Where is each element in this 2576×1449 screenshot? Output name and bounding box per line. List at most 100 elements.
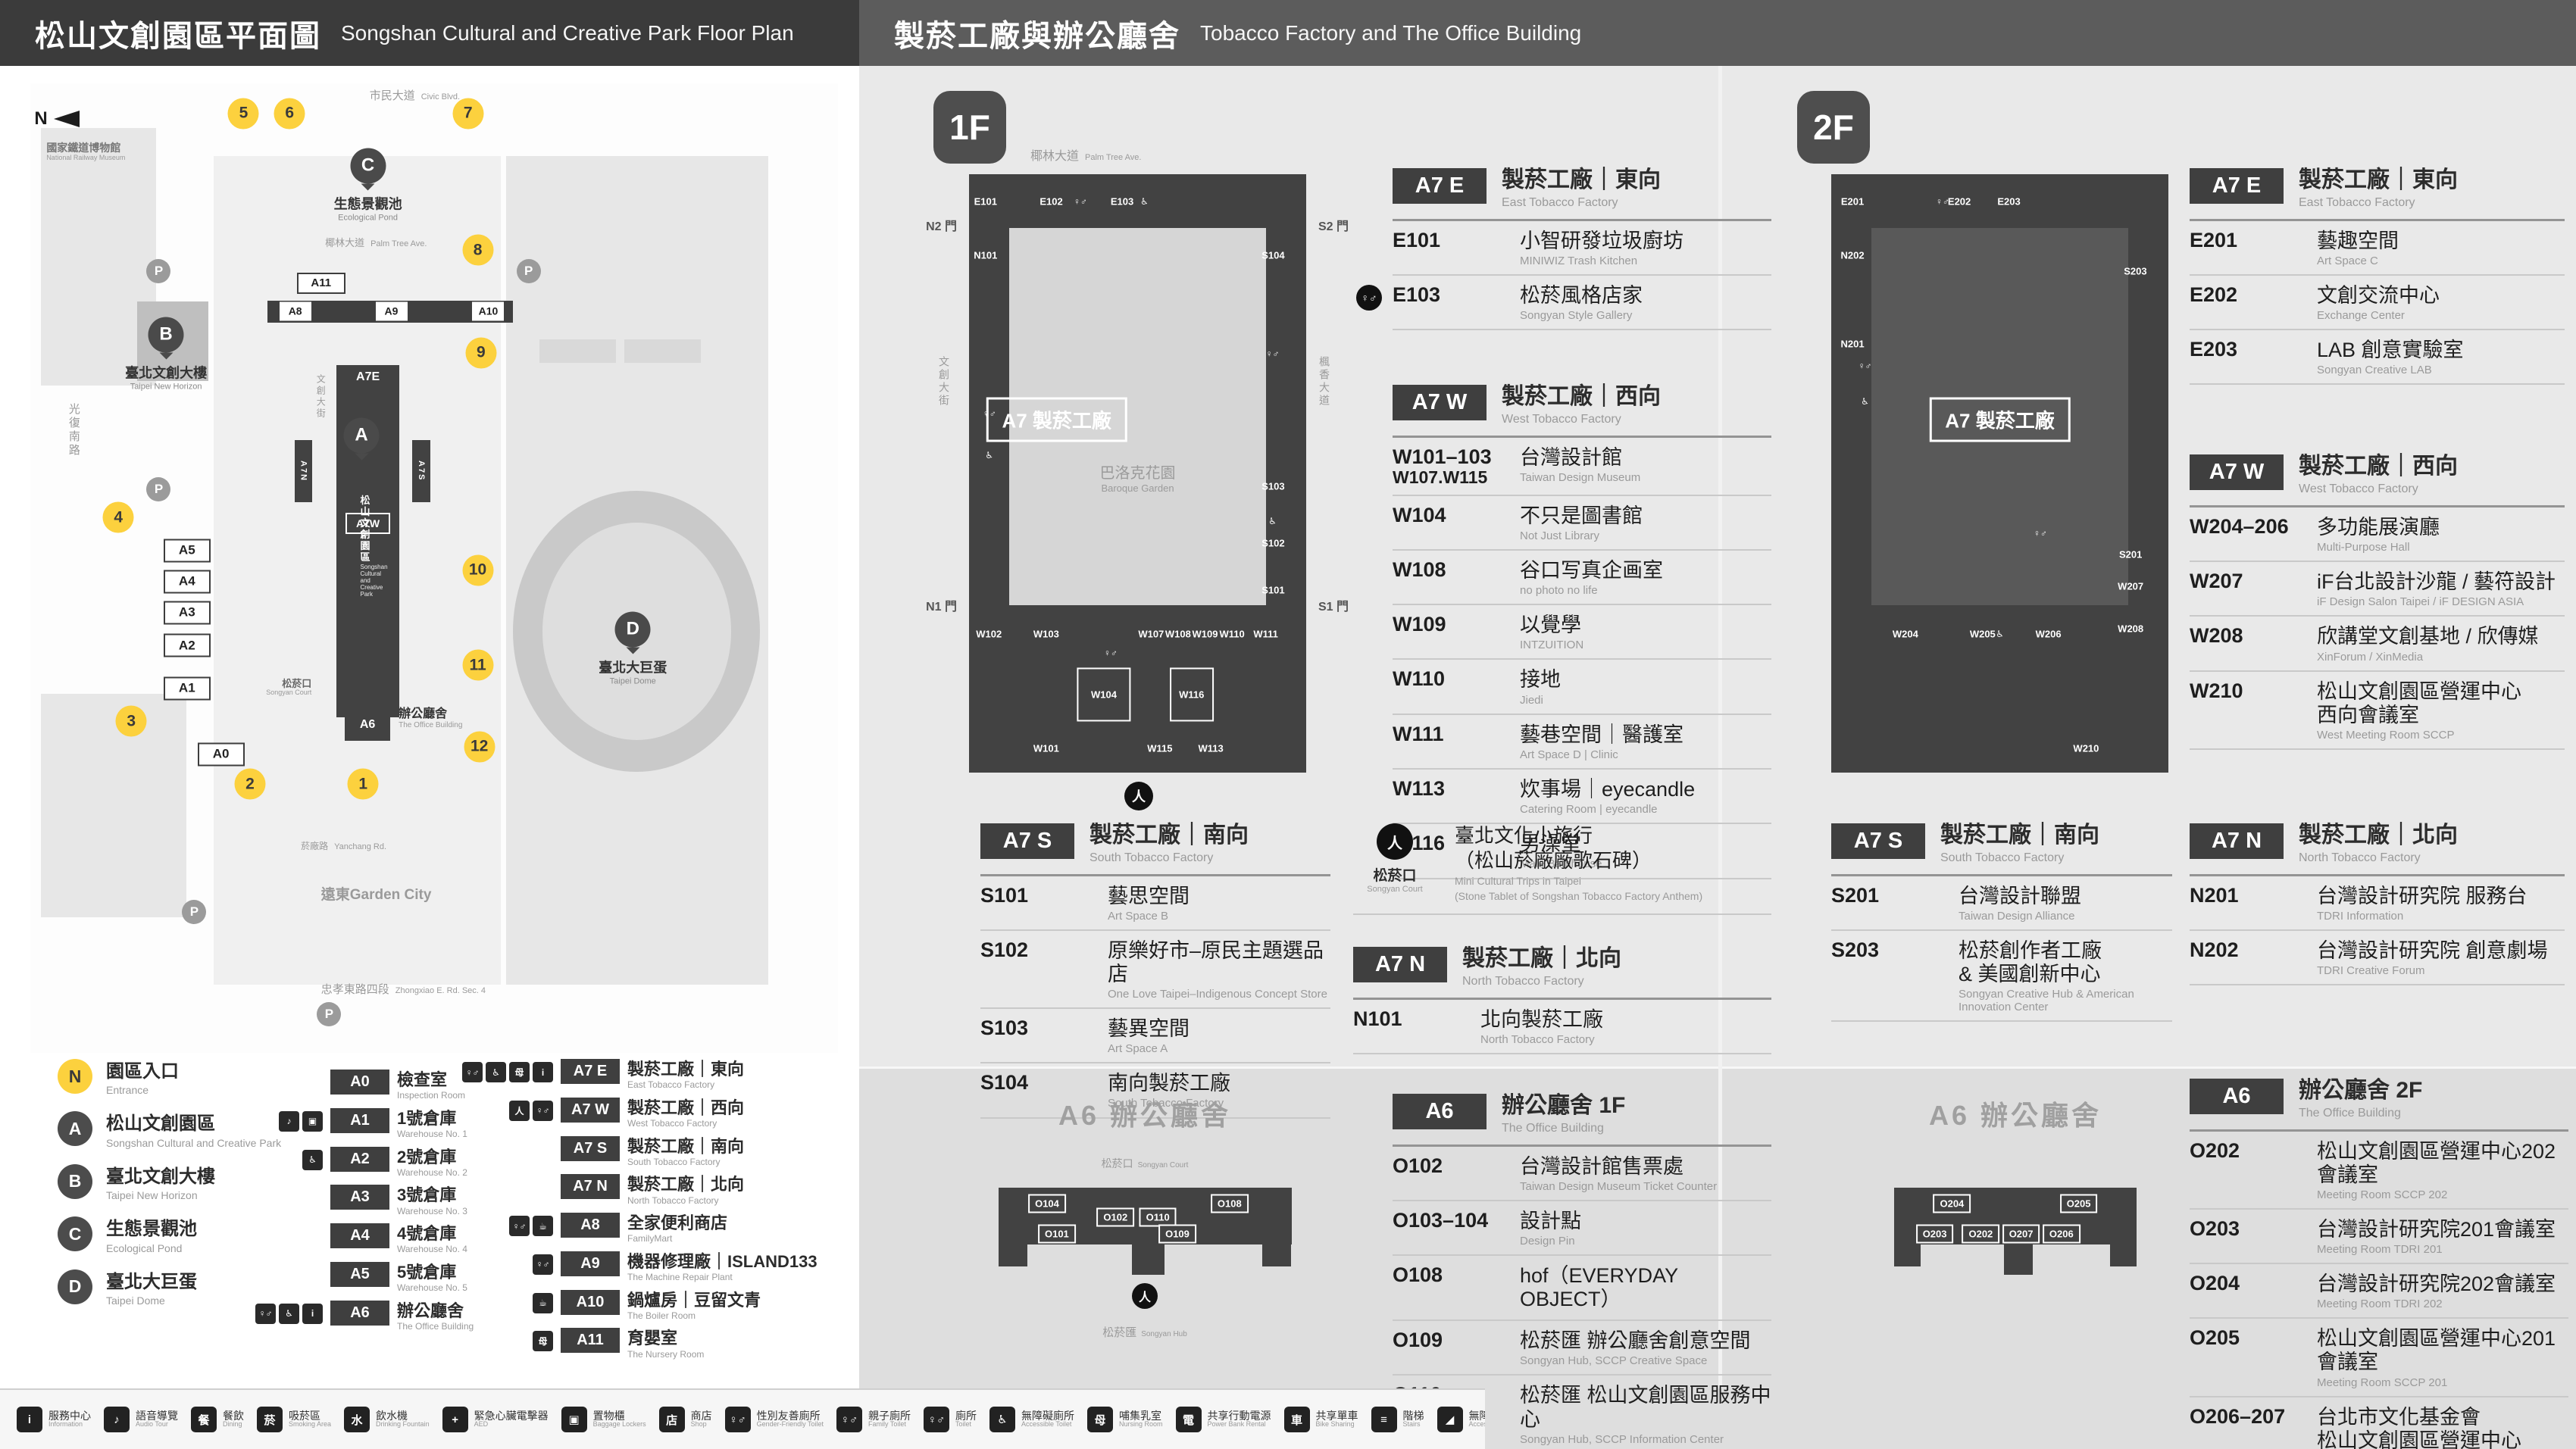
legend-badge: C — [58, 1216, 92, 1252]
list-2f-south: A7 S 製菸工廠｜南向 South Tobacco Factory S201 … — [1831, 823, 2172, 1063]
facility-legend-item: ▣ 置物櫃 Baggage Lockers — [561, 1407, 646, 1432]
entrance-marker: 6 — [274, 98, 305, 130]
baroque-garden-courtyard — [1009, 228, 1266, 605]
list-1f-east-west: A7 E 製菸工廠｜東向 East Tobacco Factory E101 小… — [1356, 168, 1771, 920]
room-row: O202 松山文創園區營運中心202會議室 Meeting Room SCCP … — [2190, 1132, 2568, 1210]
plan-room-label: W208 — [2118, 623, 2144, 635]
plan-room-box: W116 — [1169, 667, 1214, 722]
building-code: A11 — [561, 1328, 620, 1354]
section-a7w-1f: A7 W 製菸工廠｜西向 West Tobacco Factory W101–1… — [1393, 385, 1771, 879]
facility-legend-item: 店 商店 Shop — [658, 1407, 712, 1432]
songyan-hub-entrance-icon: 人 — [1132, 1282, 1158, 1309]
room-row: N201 台灣設計研究院 服務台 TDRI Information — [2190, 876, 2565, 931]
plan-room-box: O205 — [2059, 1194, 2098, 1213]
facility-icon: ♿ — [1996, 628, 2004, 639]
facility-icon: ☕ — [533, 1216, 553, 1237]
shop-box: A8 — [279, 301, 311, 321]
songyan-court-section: 人 松菸口 Songyan Court 臺北文化小旅行 （松山菸廠廠歌石碑） M… — [1353, 823, 1771, 916]
legend-badge: A — [58, 1111, 92, 1147]
facility-icons: ♪ ▣ — [250, 1108, 323, 1132]
legend-badge: N — [58, 1059, 92, 1094]
legend-building-row: ☕ A10 鍋爐房｜豆留文青 The Boiler Room — [455, 1289, 856, 1321]
room-row: S201 台灣設計聯盟 Taiwan Design Alliance — [1831, 876, 2172, 931]
facility-icons — [250, 1223, 323, 1226]
room-row: W207 iF台北設計沙龍 / 藝符設計 iF Design Salon Tai… — [2190, 562, 2565, 617]
plan-room-label: W110 — [1219, 628, 1245, 640]
floor-1f-badge: 1F — [933, 91, 1006, 164]
power-bank-icon: 電 — [1175, 1407, 1202, 1432]
pin-letter: C — [350, 148, 386, 184]
pin-label: 生態景觀池 Ecological Pond — [333, 196, 402, 223]
a7n-wing: A7N — [294, 440, 313, 502]
a6-plan-title: A6 辦公廳舍 — [1058, 1100, 1232, 1131]
accessible-toilet-icon: ♿ — [989, 1407, 1016, 1432]
plan-room-label: E101 — [974, 195, 997, 208]
plan-room-label: E202 — [1947, 195, 1971, 208]
room-row: E203 LAB 創意實驗室 Songyan Creative LAB — [2190, 330, 2565, 386]
gender-friendly-toilet-icon: ♀♂ — [724, 1407, 751, 1432]
ramp-icon: ◢ — [1436, 1407, 1463, 1432]
street-guangfu: 光復南路 — [67, 403, 80, 458]
map-pin: B 臺北文創大樓 Taipei New Horizon — [125, 317, 207, 391]
legend-building-row: ♪ ▣ A1 1號倉庫 Warehouse No. 1 — [250, 1107, 538, 1139]
facility-icon: ♿ — [486, 1062, 506, 1082]
section-code: A7 N — [1353, 947, 1447, 983]
warehouse-box: A4 — [163, 570, 211, 594]
entrance-marker: 4 — [102, 501, 134, 533]
facility-icon: ♿ — [1861, 396, 1869, 408]
landmark-pins: A B 臺北文創大樓 Taipei New Horizon C — [30, 83, 838, 1053]
entrance-marker: 1 — [347, 768, 379, 800]
information-icon: i — [17, 1407, 42, 1432]
floor-2f-badge: 2F — [1797, 91, 1870, 164]
a6-wing — [998, 1241, 1028, 1266]
plan-room-label: W103 — [1033, 628, 1059, 640]
facility-icon: ♀♂ — [255, 1303, 276, 1324]
facility-icon: ♀♂ — [2033, 528, 2047, 539]
map-pin: D 臺北大巨蛋 Taipei Dome — [599, 611, 667, 685]
facility-icon: ♿ — [279, 1303, 299, 1324]
facility-icon: ♀♂ — [509, 1216, 530, 1237]
room-row: W204–206 多功能展演廳 Multi-Purpose Hall — [2190, 507, 2565, 563]
drinking-fountain-icon: 水 — [344, 1407, 370, 1432]
room-row: O204 台灣設計研究院202會議室 Meeting Room TDRI 202 — [2190, 1264, 2568, 1319]
facility-icons: 母 — [455, 1328, 553, 1352]
legend-building-row: A5 5號倉庫 Warehouse No. 5 — [250, 1261, 538, 1293]
legend-building-row: A0 檢查室 Inspection Room — [250, 1070, 538, 1101]
legend-building-row: 人 ♀♂ A7 W 製菸工廠｜西向 West Tobacco Factory — [455, 1097, 856, 1129]
building-code: A7 W — [561, 1097, 620, 1123]
section-a7e-2f: A7 E 製菸工廠｜東向 East Tobacco Factory E201 藝… — [2190, 168, 2565, 386]
left-title-zh: 松山文創園區平面圖 — [35, 19, 321, 53]
baroque-garden-label: 巴洛克花園 Baroque Garden — [1099, 465, 1176, 495]
stairs-icon: ≡ — [1371, 1407, 1397, 1432]
map-pin: A — [343, 417, 380, 454]
parking-markers: P P P P P — [30, 83, 838, 1053]
room-row: E201 藝趣空間 Art Space C — [2190, 221, 2565, 276]
nursing-room-icon: 母 — [1087, 1407, 1114, 1432]
plan-facility-icons: ♀♂♿♀♂♿♀♂ — [1831, 174, 2168, 773]
facility-icon: ♿ — [1140, 195, 1149, 207]
a7-plan-title: A7 製菸工廠 — [1929, 397, 2071, 442]
gate-s1: S1 門 — [1318, 600, 1349, 614]
plan-room-box: O102 — [1096, 1207, 1135, 1227]
plan-room-label: W205 — [1969, 628, 1996, 640]
railway-museum-label: 國家鐵道博物館 National Railway Museum — [46, 141, 126, 161]
room-row: W111 藝巷空間｜醫護室 Art Space D | Clinic — [1393, 715, 1771, 770]
warehouse-box: A1 — [163, 676, 211, 701]
plan-room-box: O109 — [1158, 1224, 1196, 1244]
a6-wing — [1894, 1241, 1921, 1266]
plan-room-box: O207 — [2002, 1224, 2040, 1244]
legend-landmark-row: A 松山文創園區 Songshan Cultural and Creative … — [58, 1111, 308, 1149]
plan-room-label: W108 — [1165, 628, 1191, 640]
warehouse-box: A0 — [197, 742, 245, 767]
plan-room-label: S101 — [1261, 584, 1285, 596]
facility-icon: i — [533, 1062, 553, 1082]
building-code: A2 — [330, 1146, 389, 1172]
plan-room-label: S104 — [1261, 249, 1285, 261]
room-row: W110 接地 Jiedi — [1393, 660, 1771, 715]
facility-icons: ♀♂ — [455, 1251, 553, 1275]
section-code: A6 — [1393, 1094, 1487, 1129]
facility-icons — [455, 1136, 553, 1139]
building-code: A1 — [330, 1107, 389, 1133]
